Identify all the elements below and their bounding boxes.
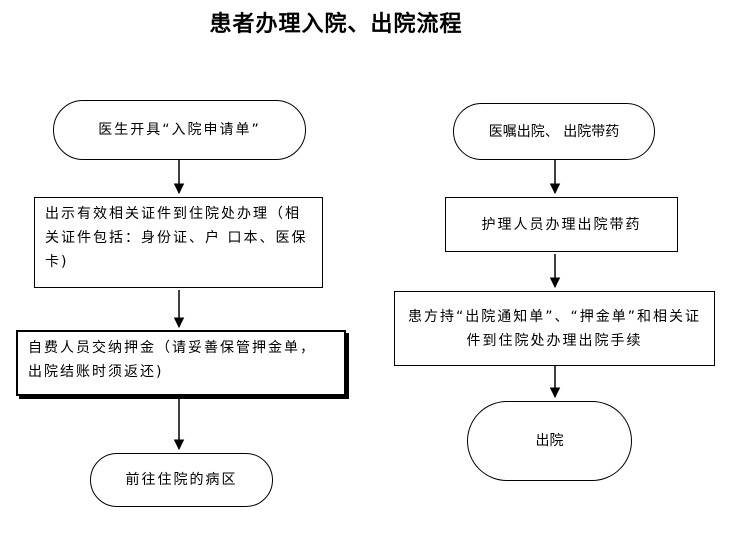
- discharge-step-doctor-order: 医嘱出院、 出院带药: [453, 103, 655, 160]
- discharge-step-settle-procedures: 患方持“出院通知单”、“押金单”和相关证件到住院处办理出院手续: [394, 291, 715, 366]
- discharge-step-medicine: 护理人员办理出院带药: [445, 197, 678, 252]
- page-title: 患者办理入院、出院流程: [209, 12, 463, 37]
- admission-step-request-form: 医生开具“入院申请单”: [53, 100, 306, 160]
- discharge-step-leave-hospital: 出院: [467, 401, 632, 481]
- admission-step-go-to-ward: 前往住院的病区: [90, 453, 273, 507]
- admission-step-show-documents: 出示有效相关证件到住院处办理（相关证件包括：身份证、户 口本、医保卡): [34, 197, 323, 288]
- admission-step-pay-deposit: 自费人员交纳押金（请妥善保管押金单， 出院结账时须返还): [16, 330, 346, 396]
